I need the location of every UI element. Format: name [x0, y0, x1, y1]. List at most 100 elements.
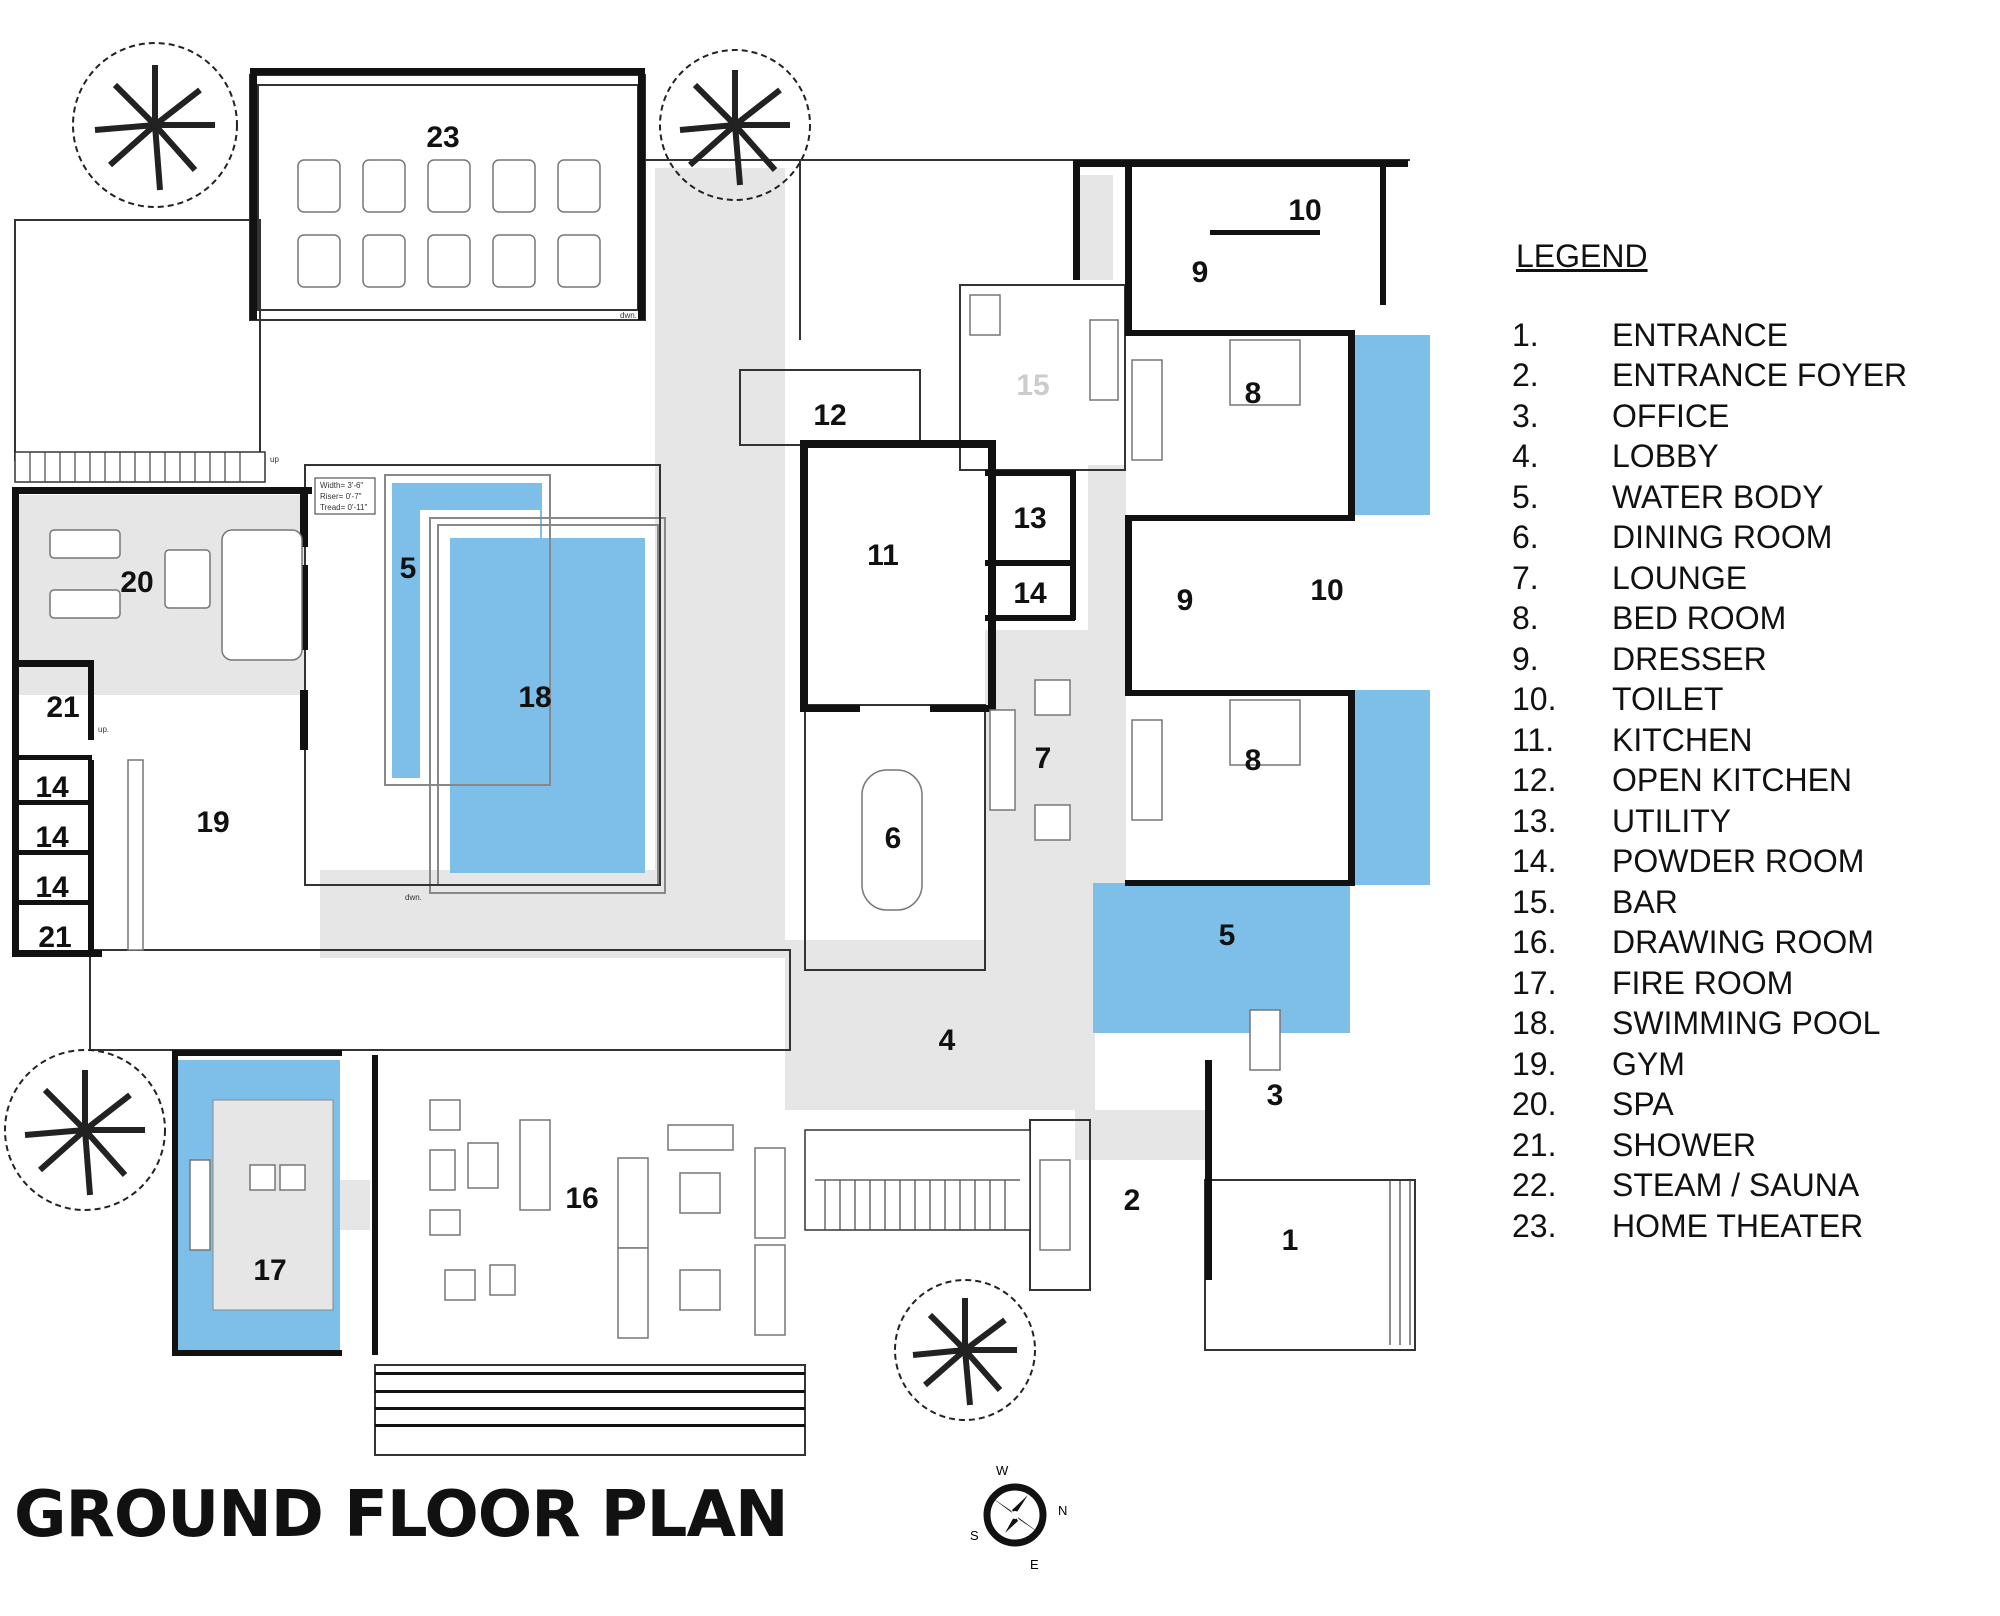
down-annotation-b: dwn.: [405, 893, 422, 902]
legend: LEGEND 1. ENTRANCE 2. ENTRANCE FOYER 3. OFFIC…: [1500, 238, 1980, 1247]
room-label-dresser-b: 9: [1177, 584, 1194, 617]
legend-item: 21. SHOWER: [1500, 1125, 1980, 1166]
thick-walls: [12, 68, 1408, 1427]
floor-plan-drawing: Width= 3'-6" Riser= 0'-7" Tread= 0'-11" …: [4, 42, 1430, 1456]
stair-width-note: Width= 3'-6": [320, 481, 363, 490]
room-label-drawing: 16: [565, 1182, 598, 1215]
room-label-dining: 6: [885, 822, 902, 855]
furniture: [49, 159, 1301, 1339]
room-label-powder-b: 14: [35, 771, 69, 804]
room-label-utility: 13: [1013, 502, 1046, 535]
legend-item-label: ENTRANCE FOYER: [1612, 357, 1908, 394]
room-label-water-body-pool: 5: [400, 552, 417, 585]
room-label-powder-a: 14: [1013, 577, 1047, 610]
legend-item: 20.SPA: [1500, 1085, 1980, 1126]
legend-item-number: 8.: [1512, 600, 1539, 637]
room-label-gym: 19: [196, 806, 229, 839]
room-label-kitchen: 11: [867, 539, 899, 572]
legend-item: 9. DRESSER: [1500, 639, 1980, 680]
legend-item-label: KITCHEN: [1612, 721, 1753, 758]
room-label-lounge: 7: [1035, 742, 1052, 775]
legend-item: 19. GYM: [1500, 1044, 1980, 1085]
legend-item-number: 11.: [1512, 721, 1555, 758]
legend-item-number: 19.: [1512, 1045, 1557, 1082]
legend-item-label: UTILITY: [1612, 802, 1732, 839]
legend-item-number: 9.: [1512, 640, 1539, 677]
compass-w: W: [996, 1463, 1009, 1478]
up-annotation: up: [270, 455, 279, 464]
legend-item-label: LOUNGE: [1612, 559, 1748, 596]
stair-tread-note: Tread= 0'-11": [320, 503, 367, 512]
legend-item: 7.LOUNGE: [1500, 558, 1980, 599]
legend-item: 17. FIRE ROOM: [1500, 963, 1980, 1004]
legend-item: 2. ENTRANCE FOYER: [1500, 356, 1980, 397]
room-label-lobby: 4: [939, 1024, 956, 1057]
compass-n: N: [1058, 1503, 1067, 1518]
legend-item-number: 22.: [1512, 1167, 1557, 1204]
legend-item-label: DINING ROOM: [1612, 519, 1833, 556]
compass-s: S: [970, 1528, 979, 1543]
legend-item-label: SHOWER: [1612, 1126, 1756, 1163]
legend-list: 1. ENTRANCE 2. ENTRANCE FOYER 3. OFFICE 4. LOBB…: [1500, 315, 1980, 1247]
room-label-dresser-a: 9: [1192, 256, 1209, 289]
legend-item: 15.BAR: [1500, 882, 1980, 923]
legend-item-label: HOME THEATER: [1612, 1207, 1864, 1244]
legend-item-number: 1.: [1512, 316, 1539, 353]
legend-item-label: ENTRANCE: [1612, 316, 1789, 353]
stair-note: Width= 3'-6" Riser= 0'-7" Tread= 0'-11": [314, 477, 376, 515]
legend-item-number: 18.: [1512, 1005, 1557, 1042]
legend-item-label: POWDER ROOM: [1612, 843, 1865, 880]
legend-item-label: LOBBY: [1612, 438, 1719, 475]
legend-item-label: DRESSER: [1612, 640, 1767, 677]
room-label-foyer: 2: [1124, 1184, 1141, 1217]
room-label-theater: 23: [426, 121, 459, 154]
room-label-entrance: 1: [1282, 1224, 1299, 1257]
legend-item-number: 2.: [1512, 357, 1539, 394]
room-label-toilet-b: 10: [1310, 574, 1343, 607]
legend-title: LEGEND: [1516, 238, 1648, 274]
room-label-open-kitchen: 12: [813, 399, 846, 432]
room-label-toilet-a: 10: [1288, 194, 1321, 227]
legend-item: 4. LOBBY: [1500, 437, 1980, 478]
legend-item-label: DRAWING ROOM: [1612, 924, 1874, 961]
legend-item-number: 10.: [1512, 681, 1557, 718]
legend-item-label: GYM: [1612, 1045, 1685, 1082]
legend-item-label: BED ROOM: [1612, 600, 1787, 637]
legend-item-number: 21.: [1512, 1126, 1557, 1163]
room-label-bed-b: 8: [1245, 744, 1262, 777]
legend-item-number: 17.: [1512, 964, 1557, 1001]
tree-icons: [4, 42, 1036, 1421]
legend-item: 23. HOME THEATER: [1500, 1206, 1980, 1247]
legend-item-label: STEAM / SAUNA: [1612, 1167, 1860, 1204]
legend-item: 8. BED ROOM: [1500, 599, 1980, 640]
legend-item-number: 5.: [1512, 478, 1539, 515]
legend-item-label: SWIMMING POOL: [1612, 1005, 1881, 1042]
legend-item: 13.UTILITY: [1500, 801, 1980, 842]
legend-item: 3. OFFICE: [1500, 396, 1980, 437]
legend-item-number: 6.: [1512, 519, 1539, 556]
room-label-bar: 15: [1016, 369, 1049, 402]
room-labels: 1 2 3 4 5 5 6 7 8 8 9 9 10 10 11 12 13 1…: [35, 121, 1343, 1287]
room-label-water-body-east: 5: [1219, 919, 1236, 952]
legend-item: 1. ENTRANCE: [1500, 315, 1980, 356]
legend-item-label: FIRE ROOM: [1612, 964, 1794, 1001]
legend-item-number: 16.: [1512, 924, 1557, 961]
legend-item-label: WATER BODY: [1612, 478, 1824, 515]
legend-item-number: 15.: [1512, 883, 1557, 920]
compass-e: E: [1030, 1557, 1039, 1572]
room-label-office: 3: [1267, 1079, 1284, 1112]
room-label-fire-room: 17: [253, 1254, 286, 1287]
room-label-shower-a: 21: [46, 691, 79, 724]
room-label-pool: 18: [518, 681, 551, 714]
compass-icon: W N S E: [970, 1463, 1067, 1572]
legend-item: 16. DRAWING ROOM: [1500, 923, 1980, 964]
legend-item-label: OFFICE: [1612, 397, 1730, 434]
legend-item-number: 12.: [1512, 762, 1557, 799]
legend-item: 11. KITCHEN: [1500, 720, 1980, 761]
legend-item-number: 23.: [1512, 1207, 1557, 1244]
legend-item-number: 4.: [1512, 438, 1539, 475]
stair-riser-note: Riser= 0'-7": [320, 492, 362, 501]
legend-item-number: 3.: [1512, 397, 1539, 434]
legend-item-number: 14.: [1512, 843, 1557, 880]
legend-item: 14. POWDER ROOM: [1500, 842, 1980, 883]
